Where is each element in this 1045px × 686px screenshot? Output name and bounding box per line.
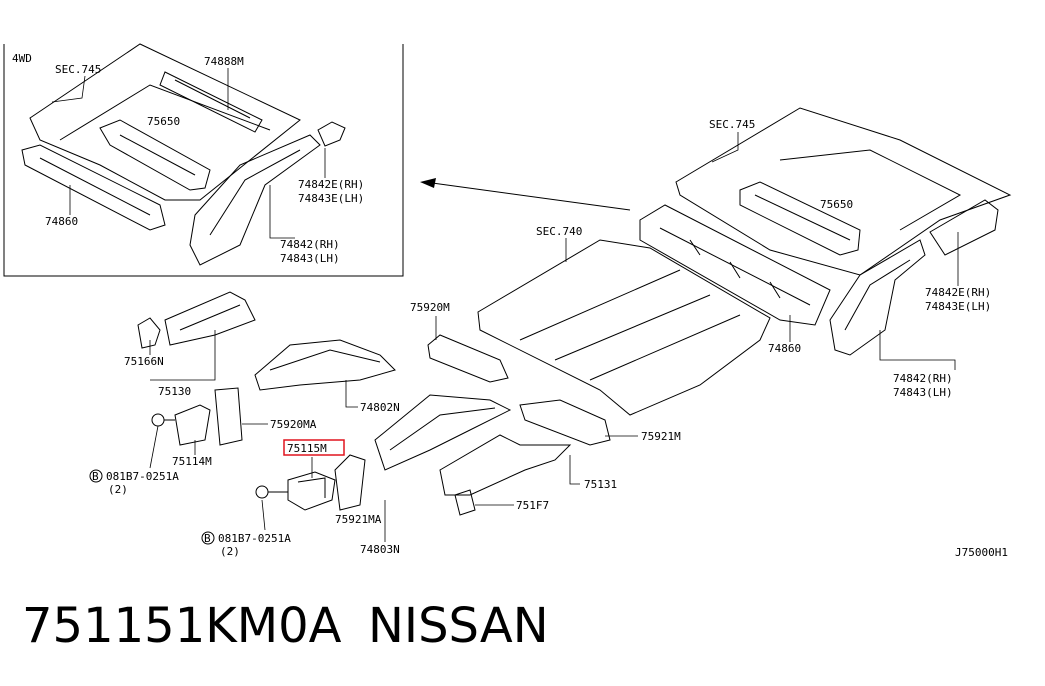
label-bolt1-qty: (2) xyxy=(108,483,128,496)
highlight-box-75115M xyxy=(283,439,345,456)
label-74843E: 74843E(LH) xyxy=(925,300,991,313)
bolt-lower xyxy=(255,485,288,499)
part-sec740 xyxy=(477,239,771,416)
part-75921M xyxy=(519,399,611,446)
part-75920M xyxy=(427,334,509,383)
label-74842E-inset: 74842E(RH) xyxy=(298,178,364,191)
label-74860-inset: 74860 xyxy=(45,215,78,228)
label-75130: 75130 xyxy=(158,385,191,398)
part-number-caption: 751151KM0A xyxy=(22,598,342,654)
label-75650-inset: 75650 xyxy=(147,115,180,128)
inset-frame xyxy=(3,44,404,277)
inset-arrow xyxy=(424,181,631,211)
label-75650: 75650 xyxy=(820,198,853,211)
bolt-symbol-1 xyxy=(89,469,103,483)
label-75115M: 75115M xyxy=(287,442,327,455)
inset-part-74842 xyxy=(189,134,321,266)
part-75114M xyxy=(174,404,211,446)
bolt-upper xyxy=(151,413,175,427)
part-74842 xyxy=(829,239,926,356)
label-751F7: 751F7 xyxy=(516,499,549,512)
label-sec745: SEC.745 xyxy=(709,118,755,131)
brand-caption: NISSAN xyxy=(368,598,549,654)
label-74802N: 74802N xyxy=(360,401,400,414)
part-75166N xyxy=(137,317,161,349)
part-75921MA xyxy=(334,454,366,511)
label-74843: 74843(LH) xyxy=(893,386,953,399)
label-74842: 74842(RH) xyxy=(893,372,953,385)
label-74860: 74860 xyxy=(768,342,801,355)
label-75114M: 75114M xyxy=(172,455,212,468)
part-75115M xyxy=(287,471,336,511)
label-74842E: 74842E(RH) xyxy=(925,286,991,299)
svg-text:B: B xyxy=(92,470,99,483)
part-74842E xyxy=(929,199,999,256)
svg-text:B: B xyxy=(204,532,211,545)
part-75131 xyxy=(439,434,572,496)
label-74888M: 74888M xyxy=(204,55,244,68)
part-74802N xyxy=(254,339,396,391)
part-74803N xyxy=(374,394,512,471)
label-sec740: SEC.740 xyxy=(536,225,582,238)
part-75130 xyxy=(164,291,256,346)
label-75131: 75131 xyxy=(584,478,617,491)
label-75921MA: 75921MA xyxy=(335,513,382,526)
part-74860 xyxy=(639,204,831,326)
inset-floor-panel xyxy=(29,43,301,201)
bolt-symbol-2 xyxy=(201,531,215,545)
label-74803N: 74803N xyxy=(360,543,400,556)
label-74842-inset: 74842(RH) xyxy=(280,238,340,251)
part-75920MA xyxy=(214,387,243,446)
label-75166N: 75166N xyxy=(124,355,164,368)
inset-part-74860 xyxy=(21,144,166,231)
label-75920M: 75920M xyxy=(410,301,450,314)
label-bolt1-code: 081B7-0251A xyxy=(106,470,179,483)
label-sec745-inset: SEC.745 xyxy=(55,63,101,76)
diagram-code: J75000H1 xyxy=(955,546,1008,559)
label-74843E-inset: 74843E(LH) xyxy=(298,192,364,205)
part-751F7 xyxy=(454,489,476,516)
label-74843-inset: 74843(LH) xyxy=(280,252,340,265)
label-75921M: 75921M xyxy=(641,430,681,443)
inset-part-74888M xyxy=(159,71,263,133)
label-75920MA: 75920MA xyxy=(270,418,317,431)
inset-part-75650 xyxy=(99,119,211,191)
label-bolt2-code: 081B7-0251A xyxy=(218,532,291,545)
inset-part-74842E xyxy=(317,121,346,147)
part-75650 xyxy=(739,181,861,256)
label-bolt2-qty: (2) xyxy=(220,545,240,558)
part-sec745 xyxy=(675,107,1012,276)
inset-title: 4WD xyxy=(12,52,32,65)
